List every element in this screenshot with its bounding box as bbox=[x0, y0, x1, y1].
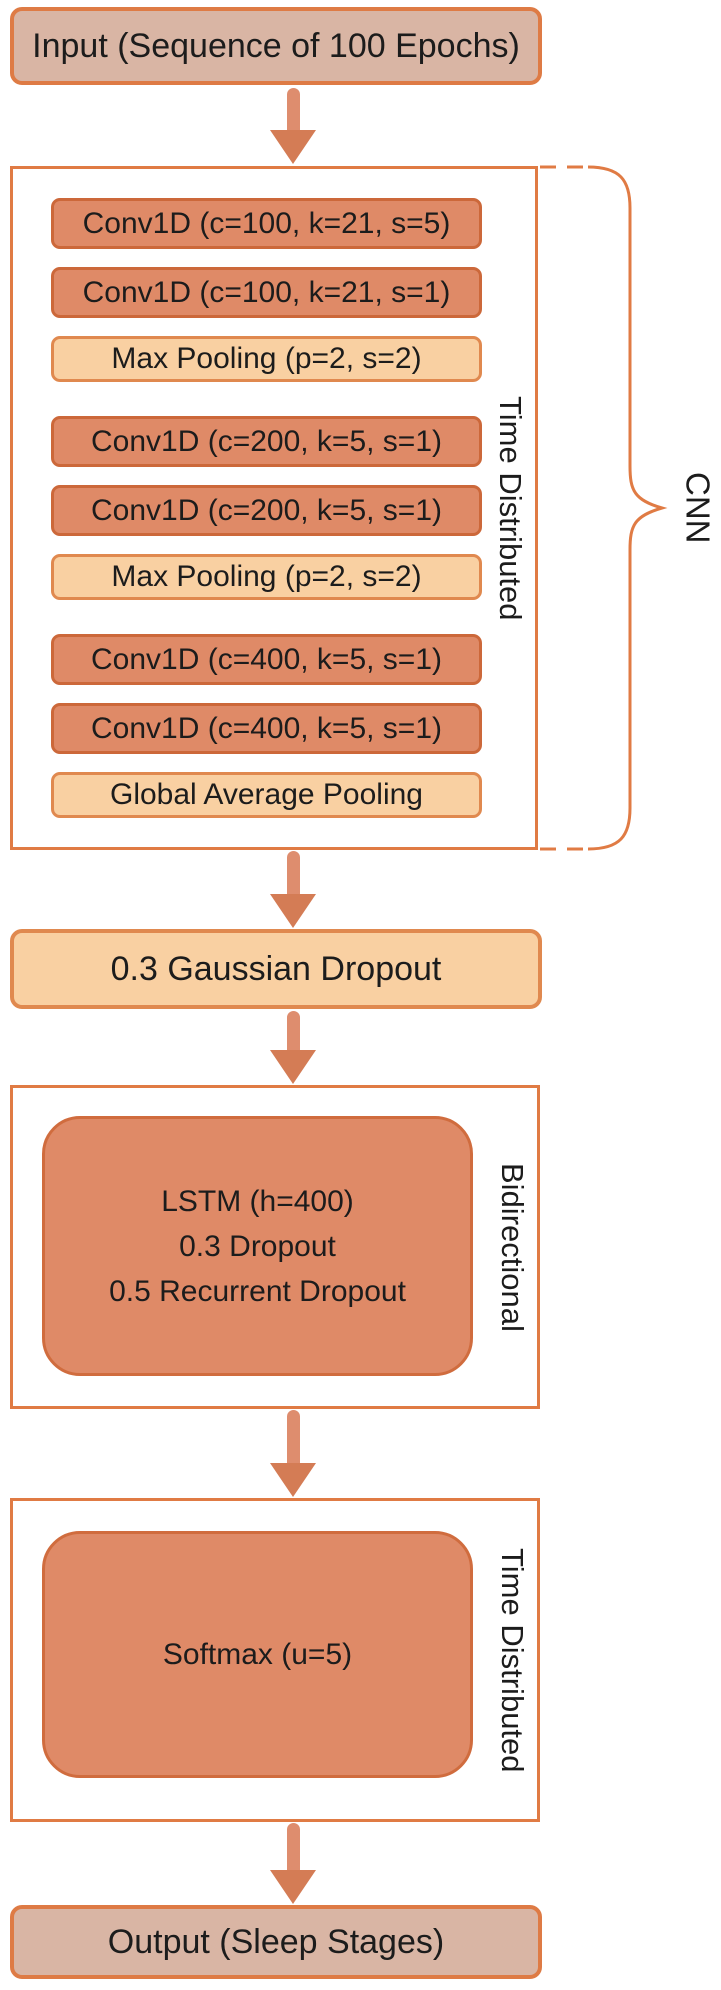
softmax-label: Softmax (u=5) bbox=[162, 1638, 353, 1671]
arrow-head-icon bbox=[270, 1050, 316, 1084]
bidirectional-box: LSTM (h=400) 0.3 Dropout 0.5 Recurrent D… bbox=[10, 1085, 540, 1409]
conv1d-layer: Conv1D (c=400, k=5, s=1) bbox=[51, 703, 482, 754]
cnn-layer-stack: Conv1D (c=100, k=21, s=5) Conv1D (c=100,… bbox=[51, 169, 482, 847]
lstm-line: 0.3 Dropout bbox=[179, 1229, 336, 1263]
arrow-head-icon bbox=[270, 1463, 316, 1497]
gaussian-dropout-box: 0.3 Gaussian Dropout bbox=[10, 929, 542, 1009]
cnn-brace-label: CNN bbox=[679, 472, 717, 544]
layer-label: Conv1D (c=400, k=5, s=1) bbox=[90, 642, 443, 676]
arrow-shaft bbox=[286, 1011, 300, 1050]
lstm-block: LSTM (h=400) 0.3 Dropout 0.5 Recurrent D… bbox=[42, 1116, 473, 1376]
lstm-line: 0.5 Recurrent Dropout bbox=[109, 1274, 406, 1308]
arrow-shaft bbox=[286, 88, 300, 130]
layer-label: Conv1D (c=400, k=5, s=1) bbox=[90, 711, 443, 745]
input-box: Input (Sequence of 100 Epochs) bbox=[10, 7, 542, 85]
output-box: Output (Sleep Stages) bbox=[10, 1905, 542, 1979]
arrow-head-icon bbox=[270, 130, 316, 164]
cnn-box: Conv1D (c=100, k=21, s=5) Conv1D (c=100,… bbox=[10, 166, 538, 850]
flow-arrow-3 bbox=[270, 1011, 316, 1084]
cnn-time-distributed-label: Time Distributed bbox=[493, 395, 528, 621]
layer-label: Global Average Pooling bbox=[109, 778, 423, 811]
layer-label: Conv1D (c=200, k=5, s=1) bbox=[90, 424, 443, 458]
softmax-block: Softmax (u=5) bbox=[42, 1531, 473, 1778]
flow-arrow-1 bbox=[270, 88, 316, 164]
conv1d-layer: Conv1D (c=200, k=5, s=1) bbox=[51, 485, 482, 536]
arrow-shaft bbox=[286, 851, 300, 894]
conv1d-layer: Conv1D (c=400, k=5, s=1) bbox=[51, 634, 482, 685]
lstm-line: LSTM (h=400) bbox=[161, 1184, 354, 1218]
global-average-pooling-layer: Global Average Pooling bbox=[51, 772, 482, 818]
conv1d-layer: Conv1D (c=100, k=21, s=5) bbox=[51, 198, 482, 249]
conv1d-layer: Conv1D (c=100, k=21, s=1) bbox=[51, 267, 482, 318]
output-label: Output (Sleep Stages) bbox=[107, 1922, 445, 1961]
arrow-shaft bbox=[286, 1823, 300, 1870]
layer-label: Max Pooling (p=2, s=2) bbox=[111, 342, 422, 375]
softmax-box: Softmax (u=5) Time Distributed bbox=[10, 1498, 540, 1822]
conv1d-layer: Conv1D (c=200, k=5, s=1) bbox=[51, 416, 482, 467]
arrow-head-icon bbox=[270, 1870, 316, 1904]
gaussian-dropout-label: 0.3 Gaussian Dropout bbox=[110, 949, 442, 988]
arrow-shaft bbox=[286, 1410, 300, 1463]
flow-arrow-4 bbox=[270, 1410, 316, 1497]
flow-arrow-2 bbox=[270, 851, 316, 928]
layer-label: Conv1D (c=100, k=21, s=1) bbox=[82, 275, 451, 309]
input-label: Input (Sequence of 100 Epochs) bbox=[32, 26, 520, 65]
cnn-group-2: Conv1D (c=200, k=5, s=1) Conv1D (c=200, … bbox=[51, 416, 482, 600]
flow-arrow-5 bbox=[270, 1823, 316, 1904]
layer-label: Conv1D (c=100, k=21, s=5) bbox=[82, 206, 451, 240]
softmax-time-distributed-label: Time Distributed bbox=[495, 1547, 530, 1773]
cnn-brace-icon bbox=[540, 165, 668, 851]
max-pooling-layer: Max Pooling (p=2, s=2) bbox=[51, 554, 482, 600]
cnn-group-1: Conv1D (c=100, k=21, s=5) Conv1D (c=100,… bbox=[51, 198, 482, 382]
layer-label: Conv1D (c=200, k=5, s=1) bbox=[90, 493, 443, 527]
cnn-group-3: Conv1D (c=400, k=5, s=1) Conv1D (c=400, … bbox=[51, 634, 482, 818]
bidirectional-label: Bidirectional bbox=[495, 1162, 530, 1332]
max-pooling-layer: Max Pooling (p=2, s=2) bbox=[51, 336, 482, 382]
layer-label: Max Pooling (p=2, s=2) bbox=[111, 560, 422, 593]
arrow-head-icon bbox=[270, 894, 316, 928]
